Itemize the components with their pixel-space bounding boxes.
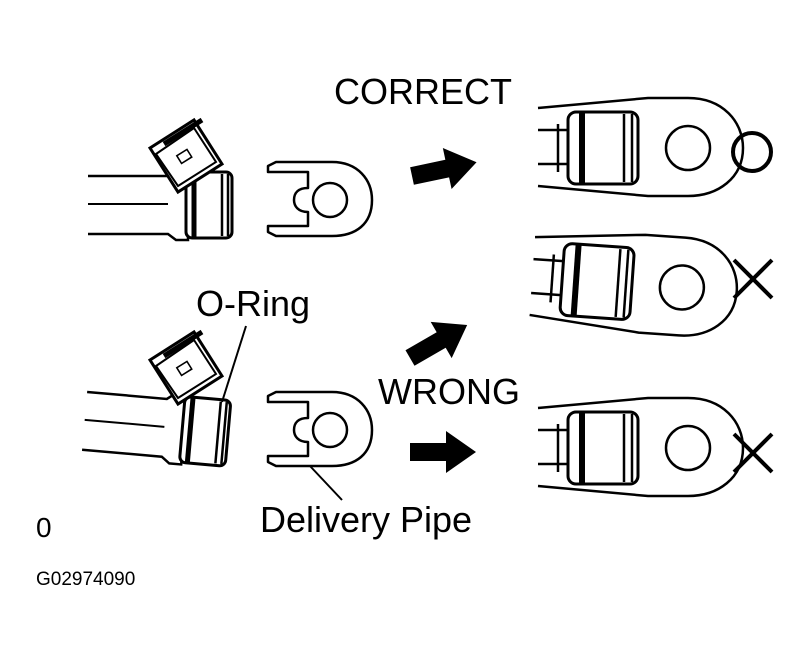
injector-seated-wrong-2 — [538, 398, 743, 496]
correct-label: CORRECT — [334, 71, 512, 112]
injector-bottom — [82, 386, 232, 468]
wrong-cross-icon-2 — [732, 432, 774, 474]
figure-code: G02974090 — [36, 569, 136, 590]
connector-bottom — [150, 332, 222, 404]
delivery-pipe-leader — [309, 465, 343, 501]
wrong-cross-icon-1 — [732, 258, 774, 300]
corner-mark: 0 — [36, 512, 52, 543]
injector-top — [88, 170, 232, 240]
delivery-pipe-clip-bottom — [266, 390, 374, 468]
arrow-wrong-right — [410, 431, 476, 473]
delivery-pipe-label: Delivery Pipe — [260, 499, 473, 540]
o-ring-label: O-Ring — [196, 283, 311, 324]
injector-seated-wrong-1 — [529, 227, 740, 339]
arrow-wrong-up — [399, 306, 478, 377]
arrow-correct — [407, 141, 481, 197]
o-ring-leader — [221, 325, 247, 403]
injector-seated-correct — [538, 98, 743, 196]
delivery-pipe-clip-top — [266, 160, 374, 238]
wrong-label: WRONG — [378, 371, 520, 412]
correct-circle-icon — [731, 131, 773, 173]
